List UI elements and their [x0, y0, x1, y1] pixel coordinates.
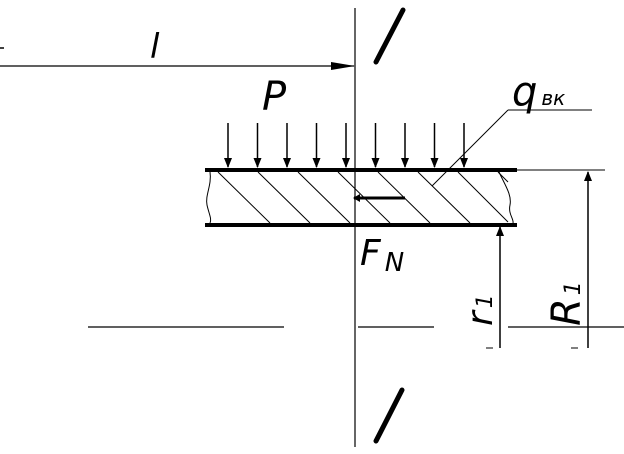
- section-mark-bottom: [373, 387, 405, 444]
- outer-radius-label: R1: [544, 281, 590, 326]
- section-mark-top: [373, 7, 406, 65]
- hatch-line: [217, 171, 271, 224]
- hatch-line: [417, 171, 471, 224]
- inner-radius-label: r1: [460, 294, 501, 326]
- length-label: l: [150, 27, 160, 67]
- plate-left-break-line: [206, 171, 212, 224]
- plate-right-break-line: [498, 171, 514, 224]
- shear-stress-leader: [431, 109, 509, 187]
- distributed-load-arrows: [224, 123, 468, 168]
- hatch-line: [297, 171, 351, 224]
- load-label: P: [262, 74, 287, 120]
- hatch-line: [257, 171, 311, 224]
- plate-section: [205, 168, 517, 227]
- section-hatching: [217, 171, 509, 224]
- hatch-line: [457, 171, 509, 223]
- hatch-line: [497, 171, 509, 183]
